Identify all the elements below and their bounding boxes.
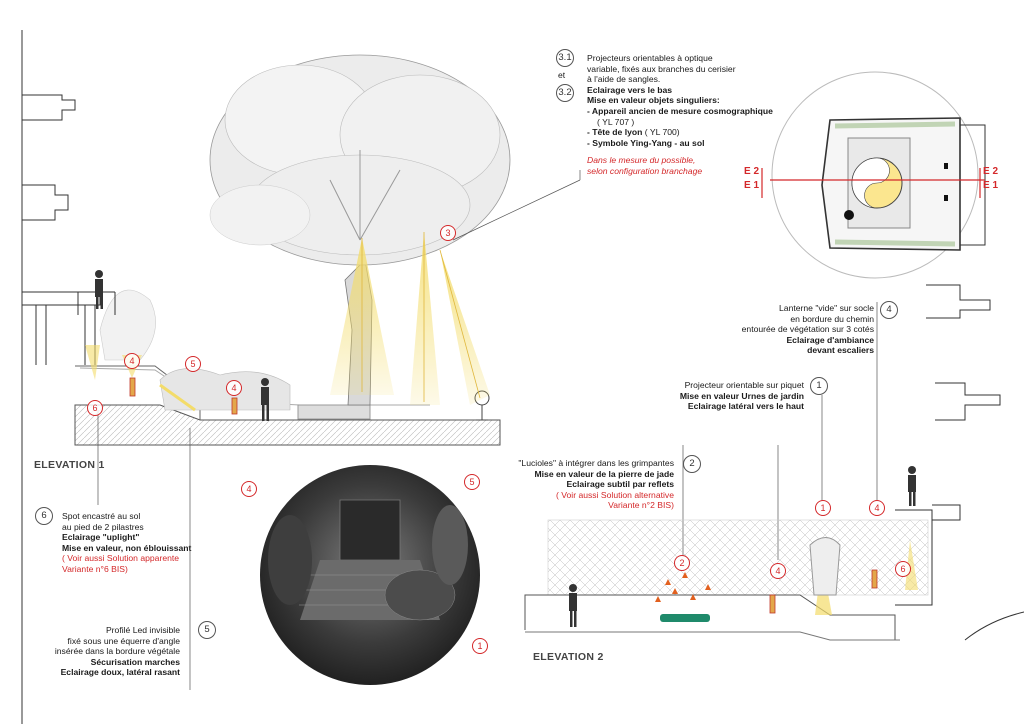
callout-1-bold-line: Mise en valeur Urnes de jardin bbox=[679, 390, 804, 401]
callout-4-line: Lanterne "vide" sur socle bbox=[779, 303, 874, 313]
callout-4-bold-line: Eclairage d'ambiance bbox=[786, 334, 874, 345]
marker-photo-4: 4 bbox=[241, 481, 257, 497]
callout-3-join: et bbox=[558, 70, 566, 80]
callout-1-line: Projecteur orientable sur piquet bbox=[684, 380, 804, 390]
callout-6-line: au pied de 2 pilastres bbox=[62, 521, 144, 532]
callout-5-marker: 5 bbox=[198, 621, 216, 639]
callout-3-line: à l'aide de sangles. bbox=[587, 74, 661, 85]
callout-3-bold-line: Mise en valeur objets singuliers: bbox=[587, 95, 720, 106]
callout-3-item-3: - Symbole Ying-Yang - au sol bbox=[587, 137, 705, 148]
callout-3-marker-top: 3.1 bbox=[556, 49, 574, 67]
callout-3-ref: ( YL 707 ) bbox=[597, 116, 635, 127]
marker-e1-5: 5 bbox=[185, 356, 201, 372]
callout-3-item-2-ref: ( YL 700) bbox=[644, 127, 680, 138]
elevation-1-title: ELEVATION 1 bbox=[34, 459, 105, 471]
callout-2-line: "Lucioles" à intégrer dans les grimpante… bbox=[518, 458, 674, 468]
callout-1-marker: 1 bbox=[810, 377, 828, 395]
callout-2-red-line: Variante n°2 BIS) bbox=[608, 500, 674, 511]
marker-e2-4a: 4 bbox=[770, 563, 786, 579]
plan-section-e1-right: E 1 bbox=[983, 180, 999, 191]
callout-6-bold-line: Eclairage "uplight" bbox=[62, 532, 140, 543]
callout-5-text: Profilé Led invisible fixé sous une éque… bbox=[55, 625, 180, 678]
callout-3-bold-line: Eclairage vers le bas bbox=[587, 84, 673, 95]
marker-e2-2: 2 bbox=[674, 555, 690, 571]
callout-4-text: Lanterne "vide" sur socle en bordure du … bbox=[742, 303, 874, 356]
callout-4-line: en bordure du chemin bbox=[790, 313, 874, 324]
marker-e1-3: 3 bbox=[440, 225, 456, 241]
tree-light-beams bbox=[330, 179, 581, 405]
elevation-2-section bbox=[524, 466, 961, 641]
callout-3-red-note: Dans le mesure du possible, bbox=[587, 155, 696, 166]
elevation-2-title: ELEVATION 2 bbox=[533, 651, 604, 663]
callout-5-bold-line: Eclairage doux, latéral rasant bbox=[60, 667, 180, 678]
callout-2-text: "Lucioles" à intégrer dans les grimpante… bbox=[518, 458, 674, 511]
marker-e1-4a: 4 bbox=[124, 353, 140, 369]
callout-6-marker: 6 bbox=[35, 507, 53, 525]
callout-4-marker: 4 bbox=[880, 301, 898, 319]
callout-6-red-line: ( Voir aussi Solution apparente bbox=[62, 553, 180, 564]
callout-1-bold-line: Eclairage latéral vers le haut bbox=[687, 401, 804, 412]
callout-6-red-line: Variante n°6 BIS) bbox=[62, 563, 128, 574]
elevation-1-section bbox=[74, 270, 501, 446]
marker-e2-6: 6 bbox=[895, 561, 911, 577]
callout-3-red-note: selon configuration branchage bbox=[587, 165, 703, 176]
marker-e2-4b: 4 bbox=[869, 500, 885, 516]
callout-6-text: Spot encastré au sol au pied de 2 pilast… bbox=[62, 511, 191, 575]
callout-3-line: Projecteurs orientables à optique bbox=[587, 53, 713, 63]
callout-1-text: Projecteur orientable sur piquet Mise en… bbox=[680, 380, 804, 412]
callout-3-bold-line: - Appareil ancien de mesure cosmographiq… bbox=[587, 105, 773, 116]
perspective-photo bbox=[260, 465, 480, 685]
callout-3-line: variable, fixés aux branches du cerisier bbox=[587, 63, 736, 74]
callout-3-marker-bottom: 3.2 bbox=[556, 84, 574, 102]
plan-section-e2-right: E 2 bbox=[983, 166, 999, 177]
callout-5-line: Profilé Led invisible bbox=[105, 625, 180, 635]
marker-e1-4b: 4 bbox=[226, 380, 242, 396]
callout-4-bold-line: devant escaliers bbox=[807, 345, 874, 356]
callout-2-bold-line: Mise en valeur de la pierre de jade bbox=[534, 468, 674, 479]
callout-6-line: Spot encastré au sol bbox=[62, 511, 141, 521]
site-plan bbox=[761, 71, 986, 279]
callout-4-line: entourée de végétation sur 3 cotés bbox=[741, 324, 874, 335]
building-profile-left bbox=[21, 30, 101, 724]
marker-photo-1: 1 bbox=[472, 638, 488, 654]
callout-6-bold-line: Mise en valeur, non éblouissant bbox=[62, 542, 192, 553]
plan-section-e1-left: E 1 bbox=[744, 180, 760, 191]
callout-2-bold-line: Eclairage subtil par reflets bbox=[566, 479, 674, 490]
marker-e1-6: 6 bbox=[87, 400, 103, 416]
callout-2-marker: 2 bbox=[683, 455, 701, 473]
callout-3-item-2-label: - Tête de lyon bbox=[587, 127, 643, 138]
marker-photo-5: 5 bbox=[464, 474, 480, 490]
cherry-tree bbox=[209, 54, 511, 406]
callout-2-red-line: ( Voir aussi Solution alternative bbox=[556, 489, 674, 500]
callout-5-line: fixé sous une équerre d'angle bbox=[67, 635, 180, 646]
building-profile-right bbox=[926, 284, 1024, 641]
marker-e2-1: 1 bbox=[815, 500, 831, 516]
callout-3-text: Projecteurs orientables à optique variab… bbox=[587, 53, 773, 177]
callout-3-item-2: - Tête de lyon ( YL 700) bbox=[587, 127, 773, 138]
callout-5-line: insérée dans la bordure végétale bbox=[54, 646, 180, 657]
plan-section-e2-left: E 2 bbox=[744, 166, 760, 177]
callout-5-bold-line: Sécurisation marches bbox=[90, 656, 180, 667]
